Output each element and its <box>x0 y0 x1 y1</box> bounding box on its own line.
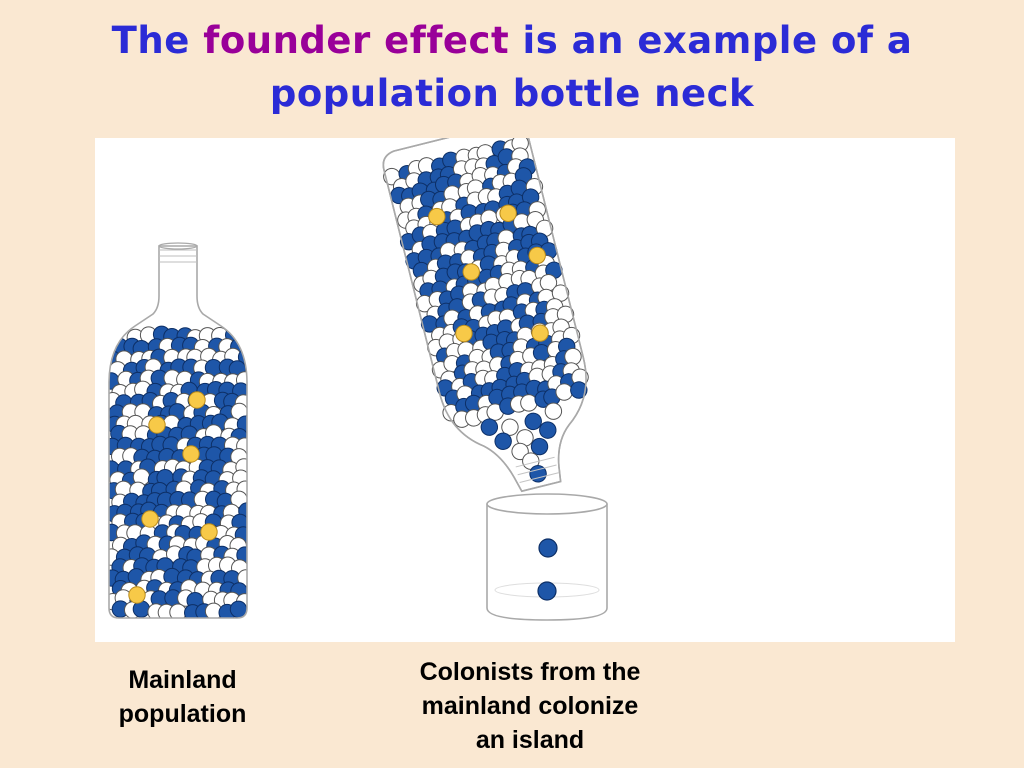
bead <box>462 263 480 281</box>
bead <box>499 204 517 222</box>
bead <box>428 207 446 226</box>
bead <box>455 324 473 343</box>
mainland-bottle-outline <box>108 245 248 619</box>
colonists-caption-line-1: Colonists from the <box>419 658 641 686</box>
island-glass <box>486 493 608 621</box>
bead <box>182 445 200 463</box>
bead <box>524 412 542 431</box>
bead <box>544 402 563 420</box>
bottleneck-illustration <box>95 138 955 642</box>
colonist-bead <box>538 538 558 558</box>
bead <box>530 437 549 456</box>
bead <box>480 418 499 436</box>
bead <box>148 416 166 434</box>
title-part-2: is an example of a population bottle nec… <box>269 19 913 115</box>
colonists-caption: Colonists from the mainland colonize an … <box>370 655 690 757</box>
mainland-caption-line-1: Mainland <box>128 666 237 694</box>
title-highlight: founder effect <box>203 19 510 62</box>
bead <box>501 418 519 436</box>
bead <box>188 391 206 409</box>
title-part-1: The <box>111 19 204 62</box>
colonists-caption-line-3: an island <box>475 726 585 754</box>
mainland-bottle <box>108 242 248 619</box>
tilted-bottle <box>382 138 589 493</box>
bead <box>529 465 547 483</box>
bead <box>570 381 588 399</box>
mainland-caption-line-2: population <box>118 700 247 728</box>
bead <box>539 421 557 439</box>
colonists-caption-line-2: mainland colonize <box>421 692 639 720</box>
bead <box>494 432 512 450</box>
bead <box>141 510 159 528</box>
colonist-bead <box>537 581 557 601</box>
bead <box>238 327 247 345</box>
bead <box>551 284 570 302</box>
bead <box>531 324 549 342</box>
tilted-beads <box>383 138 589 483</box>
mainland-caption: Mainland population <box>90 663 275 731</box>
mainland-beads <box>109 325 247 618</box>
bead <box>528 246 546 265</box>
bead <box>128 586 146 604</box>
bead <box>516 429 534 447</box>
slide-title: The founder effect is an example of a po… <box>0 14 1024 120</box>
bead <box>200 523 218 541</box>
